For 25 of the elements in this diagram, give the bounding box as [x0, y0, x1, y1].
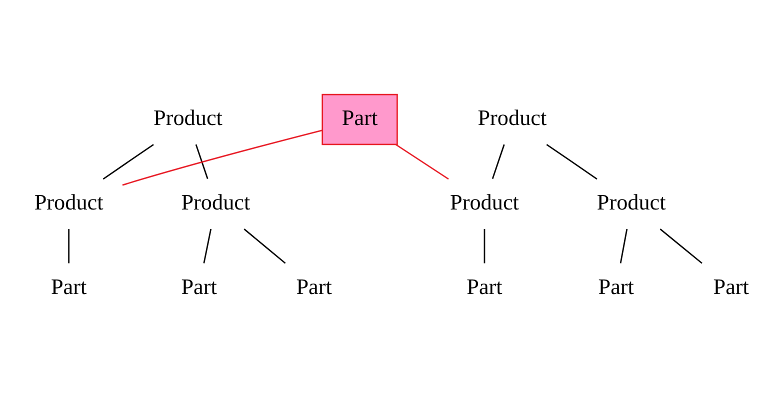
connector: [394, 144, 448, 180]
connector: [194, 144, 208, 179]
node-text: Part: [598, 274, 634, 299]
node-text: Product: [34, 189, 103, 214]
connector: [546, 144, 597, 180]
node-text: Product: [477, 104, 546, 130]
connector: [659, 228, 702, 264]
connector: [243, 228, 286, 264]
node-text: Product: [180, 189, 250, 214]
node-text: Part: [180, 274, 216, 299]
node-box: Part: [321, 94, 398, 146]
connector: [491, 144, 504, 179]
connector: [483, 229, 485, 264]
connector: [102, 144, 154, 180]
node-text: Part: [712, 274, 748, 299]
connector: [202, 228, 212, 264]
connector: [619, 228, 628, 264]
connector: [68, 229, 70, 264]
connector: [122, 130, 322, 186]
node-text: Product: [596, 189, 666, 214]
node-text: Part: [50, 274, 86, 299]
node-text: Part: [466, 274, 502, 299]
node-text: Part: [296, 274, 332, 299]
node-text: Product: [153, 104, 222, 130]
node-text: Product: [450, 189, 518, 214]
